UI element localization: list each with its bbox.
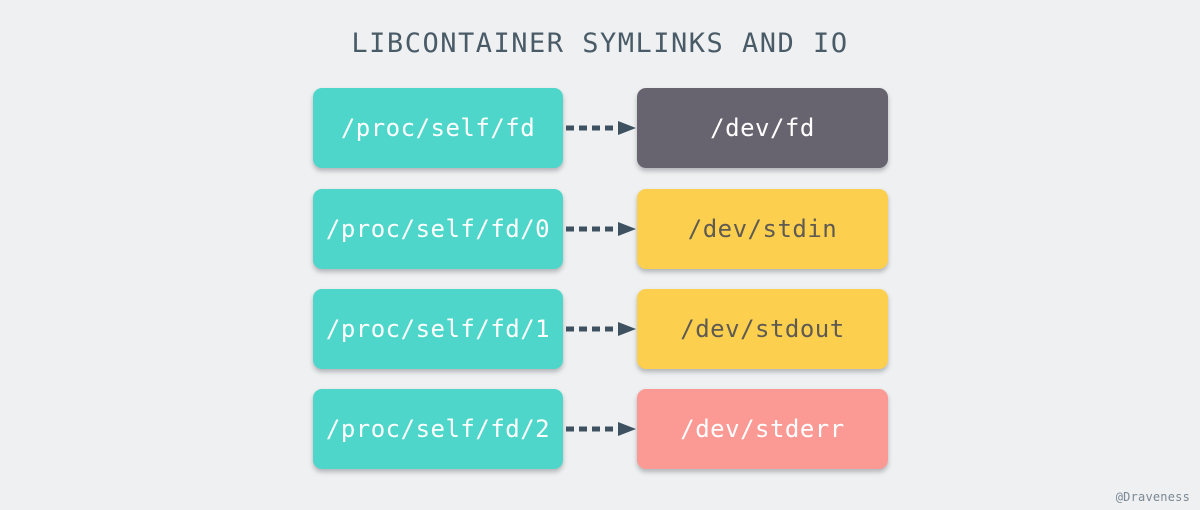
target-node-dev-stdin[interactable]: /dev/stdin — [637, 189, 888, 269]
source-node-proc-self-fd-1[interactable]: /proc/self/fd/1 — [313, 289, 563, 369]
symlink-arrow — [566, 120, 637, 136]
page-title: LIBCONTAINER SYMLINKS AND IO — [351, 28, 849, 59]
arrow-head-icon — [618, 322, 636, 336]
source-node-label: /proc/self/fd/2 — [325, 415, 551, 443]
symlink-arrow — [566, 221, 637, 237]
symlink-row: /proc/self/fd/0 /dev/stdin — [0, 189, 1200, 269]
symlink-arrow — [566, 321, 637, 337]
target-node-dev-stdout[interactable]: /dev/stdout — [637, 289, 888, 369]
source-node-proc-self-fd[interactable]: /proc/self/fd — [313, 88, 563, 168]
symlink-row: /proc/self/fd/2 /dev/stderr — [0, 389, 1200, 469]
target-node-label: /dev/stdout — [680, 315, 845, 343]
source-node-proc-self-fd-2[interactable]: /proc/self/fd/2 — [313, 389, 563, 469]
target-node-label: /dev/stdin — [687, 215, 838, 243]
symlink-row: /proc/self/fd /dev/fd — [0, 88, 1200, 168]
source-node-label: /proc/self/fd — [340, 114, 536, 142]
target-node-dev-fd[interactable]: /dev/fd — [637, 88, 888, 168]
symlink-arrow — [566, 421, 637, 437]
source-node-proc-self-fd-0[interactable]: /proc/self/fd/0 — [313, 189, 563, 269]
arrow-head-icon — [618, 121, 636, 135]
target-node-dev-stderr[interactable]: /dev/stderr — [637, 389, 888, 469]
source-node-label: /proc/self/fd/1 — [325, 315, 551, 343]
target-node-label: /dev/stderr — [680, 415, 845, 443]
arrow-head-icon — [618, 422, 636, 436]
source-node-label: /proc/self/fd/0 — [325, 215, 551, 243]
target-node-label: /dev/fd — [710, 114, 815, 142]
watermark: @Draveness — [1115, 490, 1190, 504]
arrow-head-icon — [618, 222, 636, 236]
symlink-row: /proc/self/fd/1 /dev/stdout — [0, 289, 1200, 369]
